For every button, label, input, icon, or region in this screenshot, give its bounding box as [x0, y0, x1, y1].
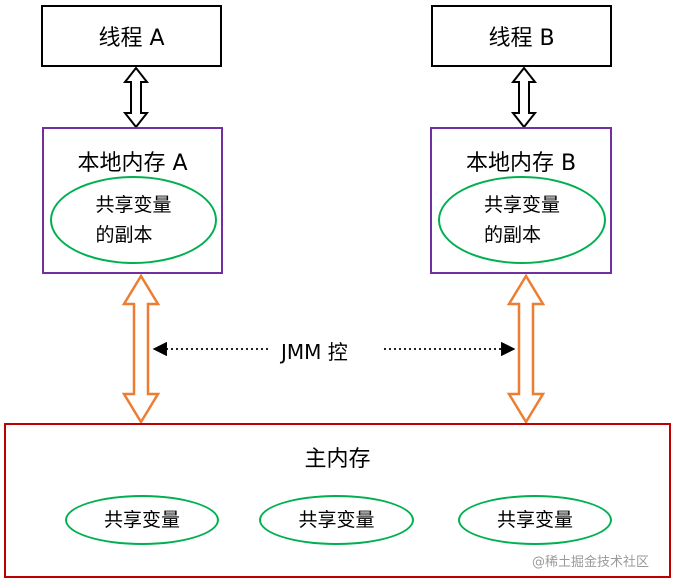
local-b-copy-line2: 的副本	[483, 224, 541, 246]
local-memory-a-box: 本地内存 A 共享变量 的副本	[42, 127, 223, 274]
local-b-copy-line1: 共享变量	[483, 194, 560, 216]
thread-a-box: 线程 A	[41, 5, 222, 67]
thread-a-local-a-arrow	[122, 66, 150, 129]
local-memory-b-box: 本地内存 B 共享变量 的副本	[430, 127, 612, 274]
main-memory-title: 主内存	[304, 447, 371, 472]
main-memory-box: 主内存 共享变量 共享变量 共享变量	[4, 423, 671, 578]
watermark: @稀土掘金技术社区	[532, 555, 650, 570]
thread-b-label: 线程 B	[488, 26, 555, 51]
thread-b-local-b-arrow	[510, 66, 538, 129]
local-b-copy-ellipse: 共享变量 的副本	[438, 176, 606, 264]
thread-b-box: 线程 B	[431, 5, 612, 67]
local-a-main-arrow	[121, 273, 161, 425]
main-variable-label: 共享变量	[103, 509, 180, 531]
main-variable-label: 共享变量	[298, 509, 375, 531]
local-memory-b-title: 本地内存 B	[465, 151, 577, 176]
main-variable-ellipse-2: 共享变量	[259, 495, 414, 545]
main-variable-ellipse-1: 共享变量	[65, 495, 219, 545]
main-variable-label: 共享变量	[496, 509, 573, 531]
jmm-label: JMM 控	[275, 336, 354, 365]
main-variable-ellipse-3: 共享变量	[458, 495, 612, 545]
thread-a-label: 线程 A	[98, 26, 165, 51]
local-a-copy-line1: 共享变量	[95, 194, 172, 216]
local-a-copy-ellipse: 共享变量 的副本	[50, 176, 217, 264]
local-b-main-arrow	[506, 273, 546, 425]
local-a-copy-line2: 的副本	[95, 224, 153, 246]
local-memory-a-title: 本地内存 A	[77, 151, 188, 176]
